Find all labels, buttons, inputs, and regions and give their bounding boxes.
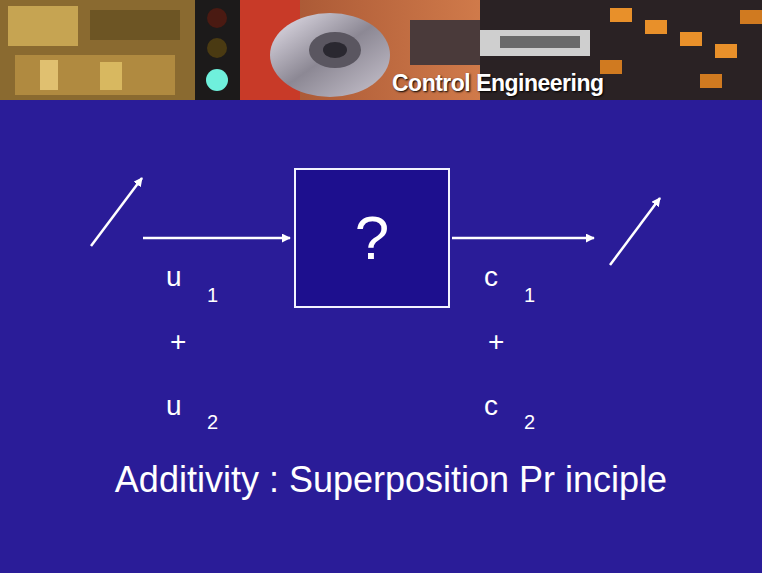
banner-title: Control Engineering [392, 72, 604, 95]
signal-subscript: 2 [524, 412, 535, 432]
banner-collage [0, 0, 762, 100]
signal-name: c [484, 263, 498, 291]
increase-arrow [91, 178, 142, 246]
signal-subscript: 1 [524, 285, 535, 305]
signal-subscript: 1 [207, 285, 218, 305]
signal-name: u [166, 263, 182, 291]
slide-caption: Additivity : Superposition Pr inciple [115, 462, 667, 498]
output-arrow [452, 237, 594, 240]
signal-name: c [484, 392, 498, 420]
plus-sign: + [488, 328, 504, 356]
increase-arrow [610, 198, 660, 265]
system-box: ? [294, 168, 450, 308]
plus-sign: + [170, 328, 186, 356]
input-arrow [143, 237, 290, 240]
signal-name: u [166, 392, 182, 420]
unknown-mark: ? [355, 207, 389, 269]
slide-ground [0, 100, 762, 573]
signal-subscript: 2 [207, 412, 218, 432]
